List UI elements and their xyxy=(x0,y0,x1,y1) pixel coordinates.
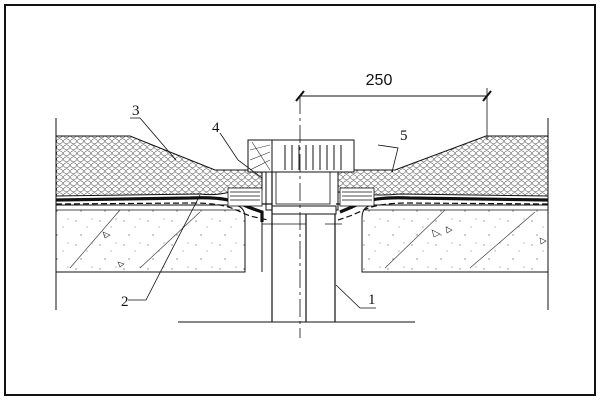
callout-1: 1 xyxy=(368,292,376,308)
dimension-label: 250 xyxy=(366,72,393,89)
callout-5: 5 xyxy=(400,128,408,144)
flange-detail-left xyxy=(227,187,263,207)
flange-detail-right xyxy=(339,187,375,207)
membrane-left-lower xyxy=(55,202,269,221)
leader-lines xyxy=(128,117,399,309)
dimension-250: 250 xyxy=(295,72,492,140)
drain-strainer xyxy=(247,139,355,173)
drain-pipe xyxy=(261,170,342,322)
callout-2: 2 xyxy=(121,294,129,310)
membrane-right-lower xyxy=(337,202,549,221)
concrete-slab-left xyxy=(55,204,246,273)
insulation-right xyxy=(337,135,549,197)
callout-4: 4 xyxy=(212,120,220,136)
concrete-slab-right xyxy=(361,204,549,273)
insulation-left xyxy=(55,135,263,197)
callout-3: 3 xyxy=(132,103,140,119)
